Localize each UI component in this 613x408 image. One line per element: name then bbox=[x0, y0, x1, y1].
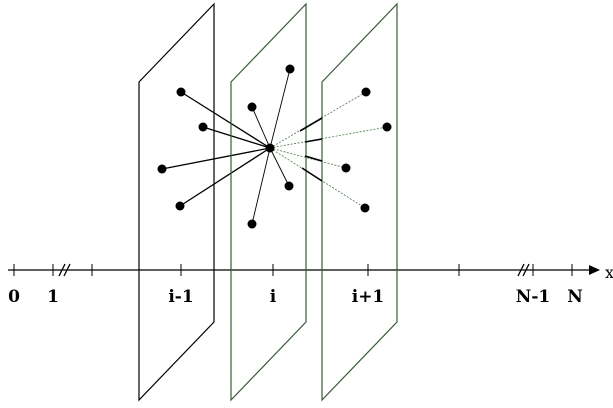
node-center bbox=[265, 143, 275, 153]
link-c1 bbox=[269, 91, 367, 149]
plane-i bbox=[230, 2, 307, 402]
link-a3 bbox=[161, 147, 271, 170]
link-d1 bbox=[299, 117, 323, 132]
link-d3 bbox=[304, 155, 323, 162]
node-a1 bbox=[176, 87, 186, 97]
label-0: 0 bbox=[8, 287, 20, 307]
node-c1 bbox=[361, 87, 371, 97]
axis-name: x bbox=[605, 263, 613, 282]
link-b4 bbox=[251, 147, 271, 225]
axis-break-right bbox=[517, 263, 530, 277]
node-a3 bbox=[157, 164, 167, 174]
label-n: N bbox=[567, 287, 583, 307]
links-forward-near bbox=[299, 117, 323, 182]
node-b4 bbox=[247, 219, 257, 229]
links-back bbox=[161, 91, 271, 207]
nodes bbox=[157, 64, 392, 229]
label-i: i bbox=[270, 287, 277, 307]
node-c3 bbox=[341, 163, 351, 173]
link-c2 bbox=[269, 126, 388, 149]
links-forward bbox=[269, 91, 388, 209]
node-c4 bbox=[360, 203, 370, 213]
link-b1 bbox=[269, 68, 291, 149]
link-c3 bbox=[269, 147, 347, 169]
link-a2 bbox=[202, 126, 271, 149]
node-a2 bbox=[198, 122, 208, 132]
node-a4 bbox=[175, 201, 185, 211]
link-b2 bbox=[251, 106, 271, 149]
node-b2 bbox=[247, 102, 257, 112]
links-mid bbox=[251, 68, 291, 225]
label-1: 1 bbox=[47, 287, 59, 307]
axis-break-left bbox=[58, 263, 71, 277]
plane-i+1 bbox=[321, 2, 398, 402]
node-b1 bbox=[285, 64, 295, 74]
label-i-1: i-1 bbox=[168, 287, 193, 307]
link-b3 bbox=[269, 147, 290, 187]
node-c2 bbox=[382, 122, 392, 132]
link-d2 bbox=[304, 138, 323, 143]
link-a1 bbox=[180, 91, 271, 149]
axis-labels: 0 1 i-1 i i+1 N-1 N bbox=[8, 287, 583, 307]
axis-arrowhead bbox=[589, 265, 600, 275]
label-i+1: i+1 bbox=[352, 287, 385, 307]
label-n-1: N-1 bbox=[516, 287, 550, 307]
link-a4 bbox=[179, 147, 271, 207]
x-axis: x bbox=[8, 263, 613, 282]
plane-i-1 bbox=[138, 2, 215, 402]
link-d4 bbox=[301, 167, 323, 182]
node-b3 bbox=[284, 181, 294, 191]
